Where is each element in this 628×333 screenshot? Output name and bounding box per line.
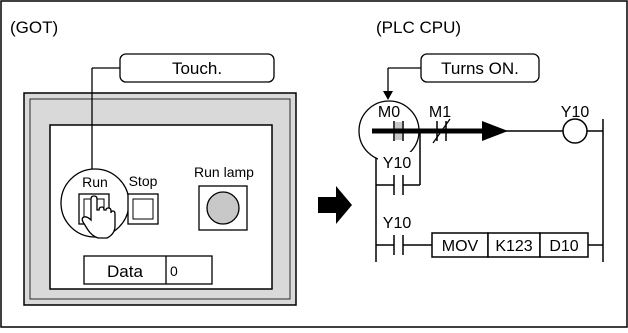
stop-label: Stop xyxy=(129,173,158,189)
touch-callout xyxy=(119,53,275,83)
y10-selfhold-label: Y10 xyxy=(383,155,412,172)
run-label: Run xyxy=(82,174,108,190)
data-label: Data xyxy=(107,262,143,281)
m1-contact-label: M1 xyxy=(429,104,451,121)
got-section-label: (GOT) xyxy=(10,18,58,37)
flow-arrow-icon xyxy=(318,186,352,224)
touch-callout-text: Touch. xyxy=(172,59,222,78)
run-lamp-indicator xyxy=(206,191,240,225)
mov-source-text: K123 xyxy=(495,238,532,255)
data-value: 0 xyxy=(170,263,178,279)
mov-instruction-text: MOV xyxy=(442,238,479,255)
data-display xyxy=(83,255,213,285)
turns-on-arrow-head xyxy=(383,91,393,100)
m0-contact-label: M0 xyxy=(378,104,400,121)
y10-coil-label: Y10 xyxy=(561,104,590,121)
got-panel-inner-edge xyxy=(29,98,291,300)
mov-source-box xyxy=(487,232,541,258)
run-lamp-label: Run lamp xyxy=(194,164,254,180)
finger-icon xyxy=(81,195,116,239)
stop-switch-face xyxy=(132,198,154,220)
y10-mov-contact-label: Y10 xyxy=(383,215,412,232)
turns-on-callout-text: Turns ON. xyxy=(441,59,519,78)
mov-instruction-box xyxy=(431,232,489,258)
y10-coil xyxy=(562,118,588,144)
mov-destination-text: D10 xyxy=(549,238,578,255)
turns-on-callout xyxy=(420,53,540,83)
plc-section-label: (PLC CPU) xyxy=(376,18,461,37)
power-flow-arrow-head xyxy=(482,121,508,141)
selfhold-label-backing xyxy=(378,152,416,170)
